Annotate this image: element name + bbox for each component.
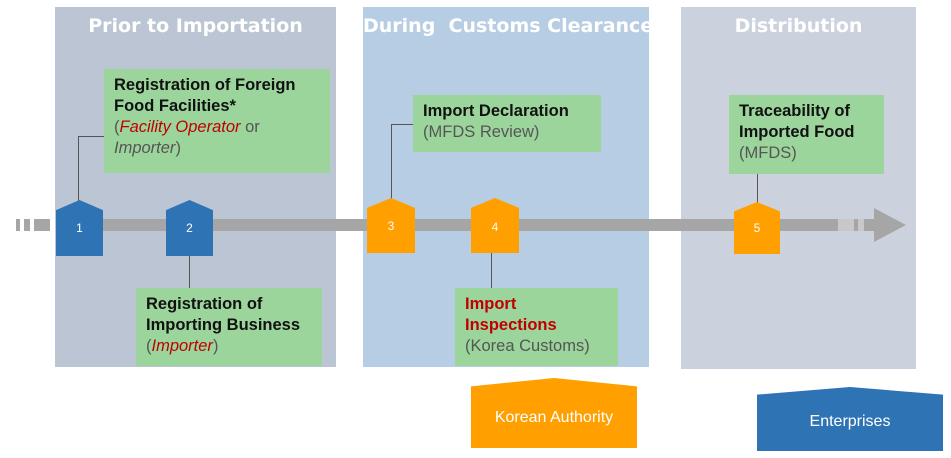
paren-open: ( xyxy=(146,337,152,355)
legend-korean-authority-label: Korean Authority xyxy=(494,409,614,426)
paren-open: ( xyxy=(114,118,120,136)
step-2-box: Registration of Importing Business (Impo… xyxy=(136,288,322,366)
paren-close: ) xyxy=(212,337,219,355)
step-2-marker: 2 xyxy=(166,200,213,256)
connector-line xyxy=(391,124,413,125)
phase-title: Prior to Importation xyxy=(88,15,303,37)
step-1-number: 1 xyxy=(76,221,83,235)
step-4-box: Import Inspections (Korea Customs) xyxy=(455,288,618,366)
step-5-box: Traceability of Imported Food (MFDS) xyxy=(729,95,884,174)
connector-line xyxy=(391,124,392,200)
step-4-detail: (Korea Customs) xyxy=(465,337,590,355)
step-2-title: Registration of Importing Business xyxy=(146,295,301,334)
step-4-number: 4 xyxy=(491,220,499,234)
step-1-box: Registration of Foreign Food Facilities*… xyxy=(104,69,330,173)
step-3-marker: 3 xyxy=(367,198,415,253)
connector-line xyxy=(78,136,104,137)
step-5-detail: (MFDS) xyxy=(739,144,797,162)
step-1-actor-importer: Importer xyxy=(114,139,176,157)
timeline-dash xyxy=(858,219,864,231)
paren-close: ) xyxy=(175,139,181,157)
connector-line xyxy=(189,253,190,288)
phase-title: Distribution xyxy=(734,15,863,37)
step-5-title: Traceability of Imported Food xyxy=(739,102,855,141)
step-2-number: 2 xyxy=(186,221,193,235)
step-3-detail: (MFDS Review) xyxy=(423,123,540,141)
timeline-dash xyxy=(838,219,854,231)
connector-line xyxy=(757,174,758,204)
legend-enterprises: Enterprises xyxy=(757,387,943,451)
connector-line xyxy=(78,136,79,202)
step-1-actor-facility-operator: Facility Operator xyxy=(119,118,241,136)
step-3-title: Import Declaration xyxy=(423,102,569,120)
timeline-dash xyxy=(34,219,50,231)
legend-enterprises-label: Enterprises xyxy=(809,413,891,430)
step-3-box: Import Declaration (MFDS Review) xyxy=(413,95,601,152)
phase-distribution: Distribution xyxy=(681,7,916,369)
step-4-title: Import Inspections xyxy=(465,295,557,334)
step-5-number: 5 xyxy=(753,221,761,235)
step-1-joiner: or xyxy=(240,118,260,136)
step-1-title: Registration of Foreign Food Facilities* xyxy=(114,76,296,115)
timeline-dash xyxy=(24,219,30,231)
step-5-marker: 5 xyxy=(734,202,780,254)
step-3-number: 3 xyxy=(387,219,395,233)
timeline-dash xyxy=(16,219,20,231)
phase-title: During Customs Clearance xyxy=(363,15,654,37)
step-4-marker: 4 xyxy=(471,198,519,253)
timeline-arrowhead xyxy=(874,208,906,242)
step-1-marker: 1 xyxy=(56,200,103,256)
legend-korean-authority: Korean Authority xyxy=(471,378,637,448)
connector-line xyxy=(491,253,492,288)
step-2-actor-importer: Importer xyxy=(151,337,213,355)
